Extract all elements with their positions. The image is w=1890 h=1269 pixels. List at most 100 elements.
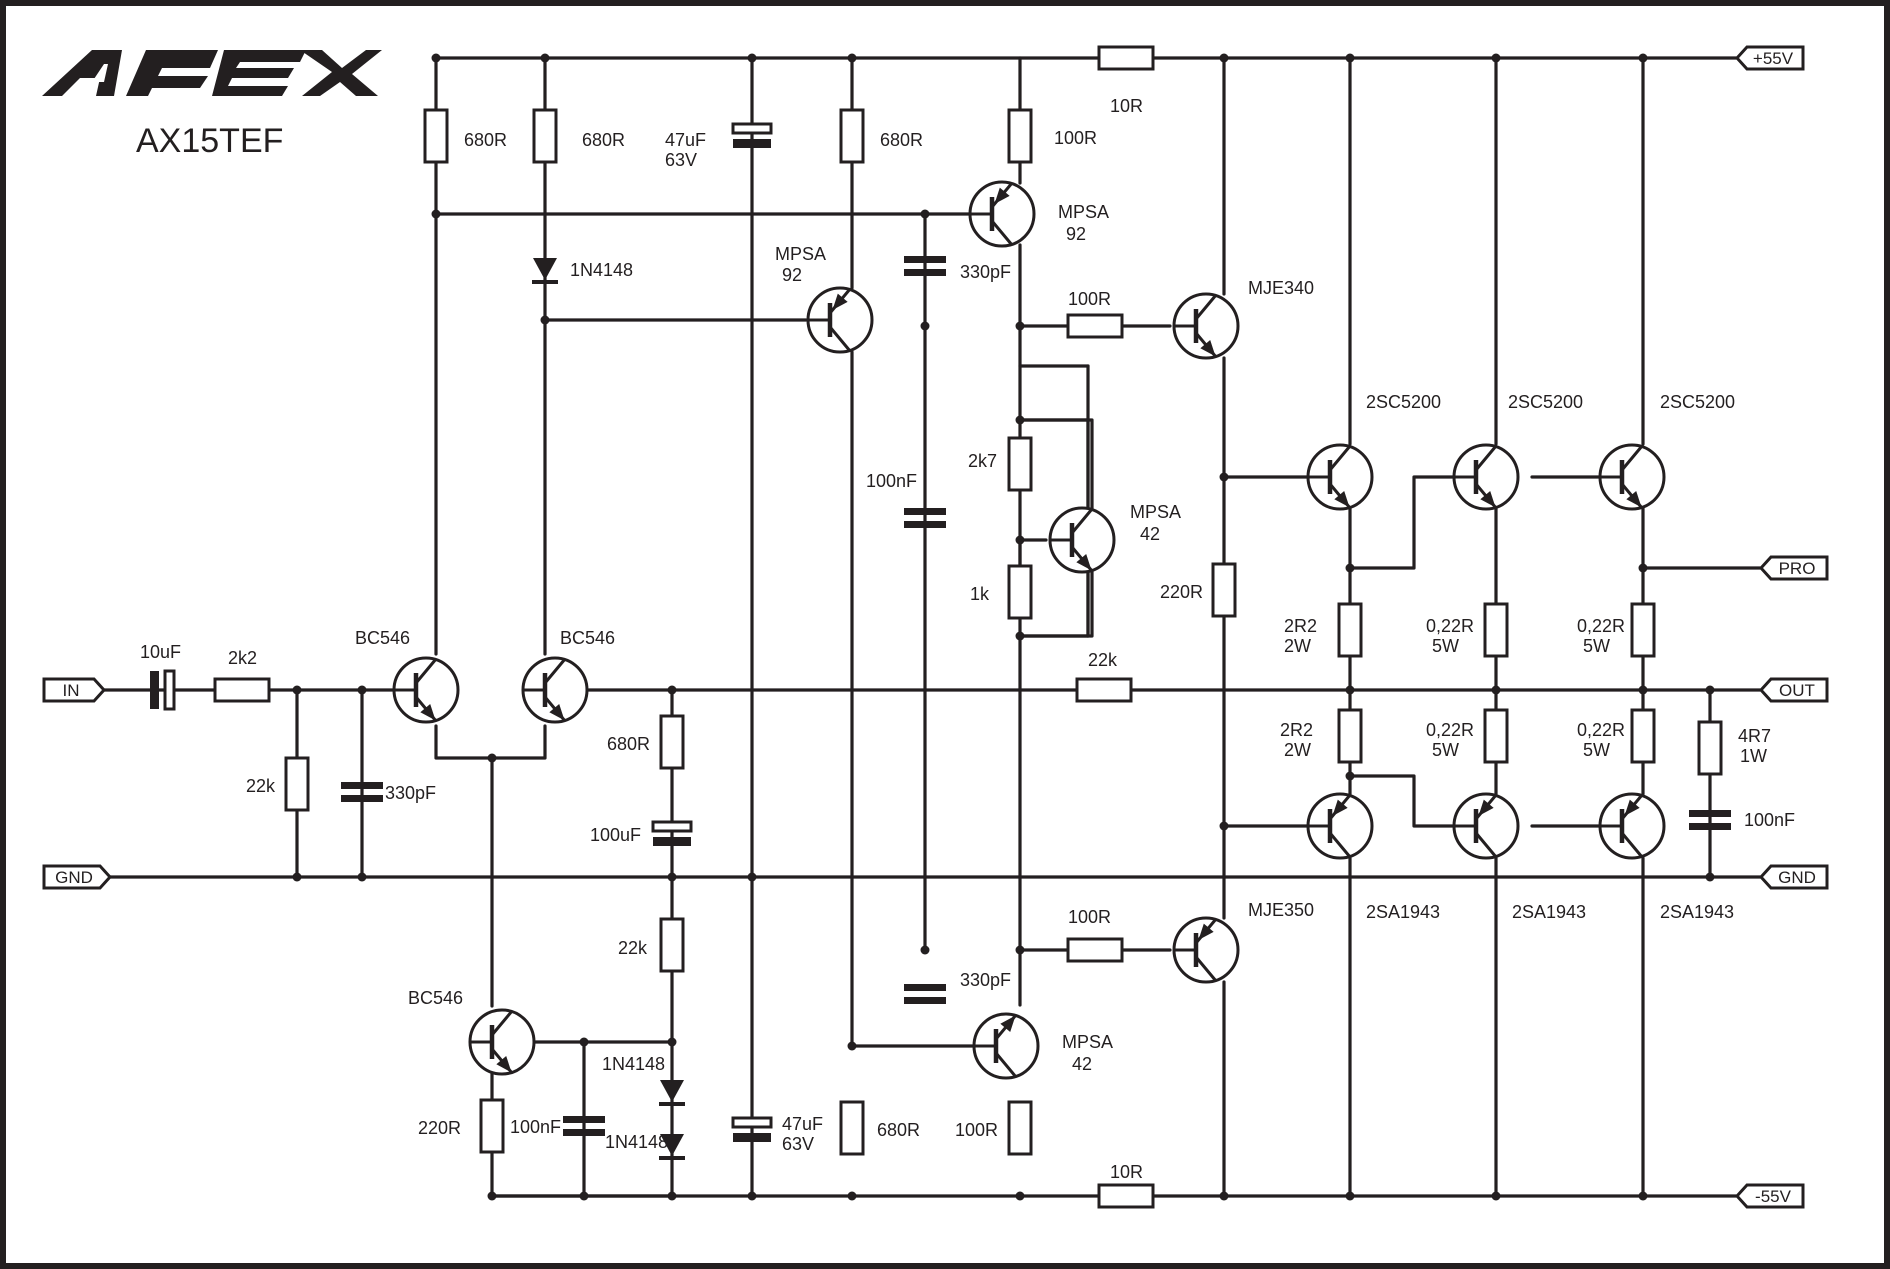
c_100nf_mid-label: 100nF [866,471,917,491]
junction-dot [292,685,302,695]
capacitor-330pf-bottom [904,984,946,1004]
d_1n4148_top-label: 1N4148 [570,260,633,280]
junction-dot [1015,321,1025,331]
svg-text:IN: IN [63,681,80,700]
junction-dot [357,872,367,882]
r_e_top_3-label: 5W [1583,636,1610,656]
junction-dot [1345,1191,1355,1201]
capacitor-100nf-ccs [563,1116,605,1136]
r_e_bot_3-label: 5W [1583,740,1610,760]
junction-dot [1638,685,1648,695]
junction-dot [1638,53,1648,63]
r_10_bot-label: 10R [1110,1162,1143,1182]
transistor-bc546-ccs [468,1008,536,1076]
port-input: IN [42,677,107,703]
q_2sa1943_1-label: 2SA1943 [1366,902,1440,922]
r_e_top_2-label: 0,22R [1426,616,1474,636]
junction-dot [292,872,302,882]
junction-dot [540,53,550,63]
resistor-emitter-top-2 [1483,602,1509,658]
junction-dot [1219,1191,1229,1201]
c_47uf_top-label: 47uF [665,130,706,150]
resistor-220r-driver [1211,562,1237,618]
c_zobel-label: 100nF [1744,810,1795,830]
resistor-100r-top [1007,108,1033,164]
junction-dot [1015,945,1025,955]
r_e_bot_1-label: 2R2 [1280,720,1313,740]
junction-dot [847,1191,857,1201]
junction-dot [579,1191,589,1201]
r_e_top_2-label: 5W [1432,636,1459,656]
junction-dot [747,53,757,63]
d_1n4148_a-label: 1N4148 [602,1054,665,1074]
junction-dot [1638,563,1648,573]
junction-dot [1491,53,1501,63]
junction-dot [540,315,550,325]
c_47uf_bot-label: 63V [782,1134,814,1154]
r_2k2_in-label: 2k2 [228,648,257,668]
r_zobel-label: 4R7 [1738,726,1771,746]
r_e_top_3-label: 0,22R [1577,616,1625,636]
junction-dot [1015,1191,1025,1201]
resistor-220r-ccs [479,1098,505,1154]
junction-dot [1345,563,1355,573]
junction-dot [357,685,367,695]
wire [1348,475,1462,570]
junction-dot [1219,821,1229,831]
junction-dot [747,1191,757,1201]
wire [1348,774,1462,828]
capacitor-10uf-input [150,669,176,711]
svg-text:-55V: -55V [1755,1187,1792,1206]
resistor-100r-bottom [1007,1100,1033,1156]
r_e_top_1-label: 2R2 [1284,616,1317,636]
q_mpsa42_bot-label: 42 [1072,1054,1092,1074]
q_mpsa92_mid-label: MPSA [775,244,826,264]
junction-dot [579,1037,589,1047]
capacitor-zobel-100nf [1689,810,1731,830]
resistor-680r-bottom [839,1100,865,1156]
q_2sa1943_3-label: 2SA1943 [1660,902,1734,922]
transistor-mpsa92-upper [968,180,1036,248]
junction-dot [1491,1191,1501,1201]
junction-dot [920,945,930,955]
junction-dot [431,53,441,63]
transistor-mje350 [1172,916,1240,984]
junction-dot [920,321,930,331]
components [150,45,1731,1209]
resistor-680r-c [839,108,865,164]
c_100uf_fb-label: 100uF [590,825,641,845]
junction-dot [1015,535,1025,545]
q_bc546_left-label: BC546 [355,628,410,648]
resistor-10r-bottom [1097,1183,1155,1209]
c_330pf_top-label: 330pF [960,262,1011,282]
r_680_bot-label: 680R [877,1120,920,1140]
junction-dots [292,53,1715,1201]
transistor-mpsa42-bottom [972,1012,1040,1080]
r_100_bot-label: 100R [955,1120,998,1140]
r_e_top_1-label: 2W [1284,636,1311,656]
r_e_bot_1-label: 2W [1284,740,1311,760]
q_2sc5200_3-label: 2SC5200 [1660,392,1735,412]
r_680_fb-label: 680R [607,734,650,754]
wire [434,724,547,760]
r_1k-label: 1k [970,584,990,604]
resistor-emitter-bottom-2 [1483,708,1509,764]
transistor-2sa1943-1 [1306,792,1374,860]
resistor-2k7 [1007,436,1033,492]
transistor-2sa1943-2 [1452,792,1520,860]
c_47uf_bot-label: 47uF [782,1114,823,1134]
junction-dot [487,753,497,763]
transistor-2sc5200-2 [1452,443,1520,511]
junction-dot [1705,685,1715,695]
q_2sc5200_1-label: 2SC5200 [1366,392,1441,412]
transistor-mje340 [1172,292,1240,360]
r_220_ccs-label: 220R [418,1118,461,1138]
transistor-bc546-left [392,656,460,724]
junction-dot [1219,53,1229,63]
junction-dot [1638,1191,1648,1201]
svg-text:+55V: +55V [1753,49,1794,68]
resistor-100r-mje350 [1066,937,1124,963]
capacitor-47uf-top [731,122,773,148]
